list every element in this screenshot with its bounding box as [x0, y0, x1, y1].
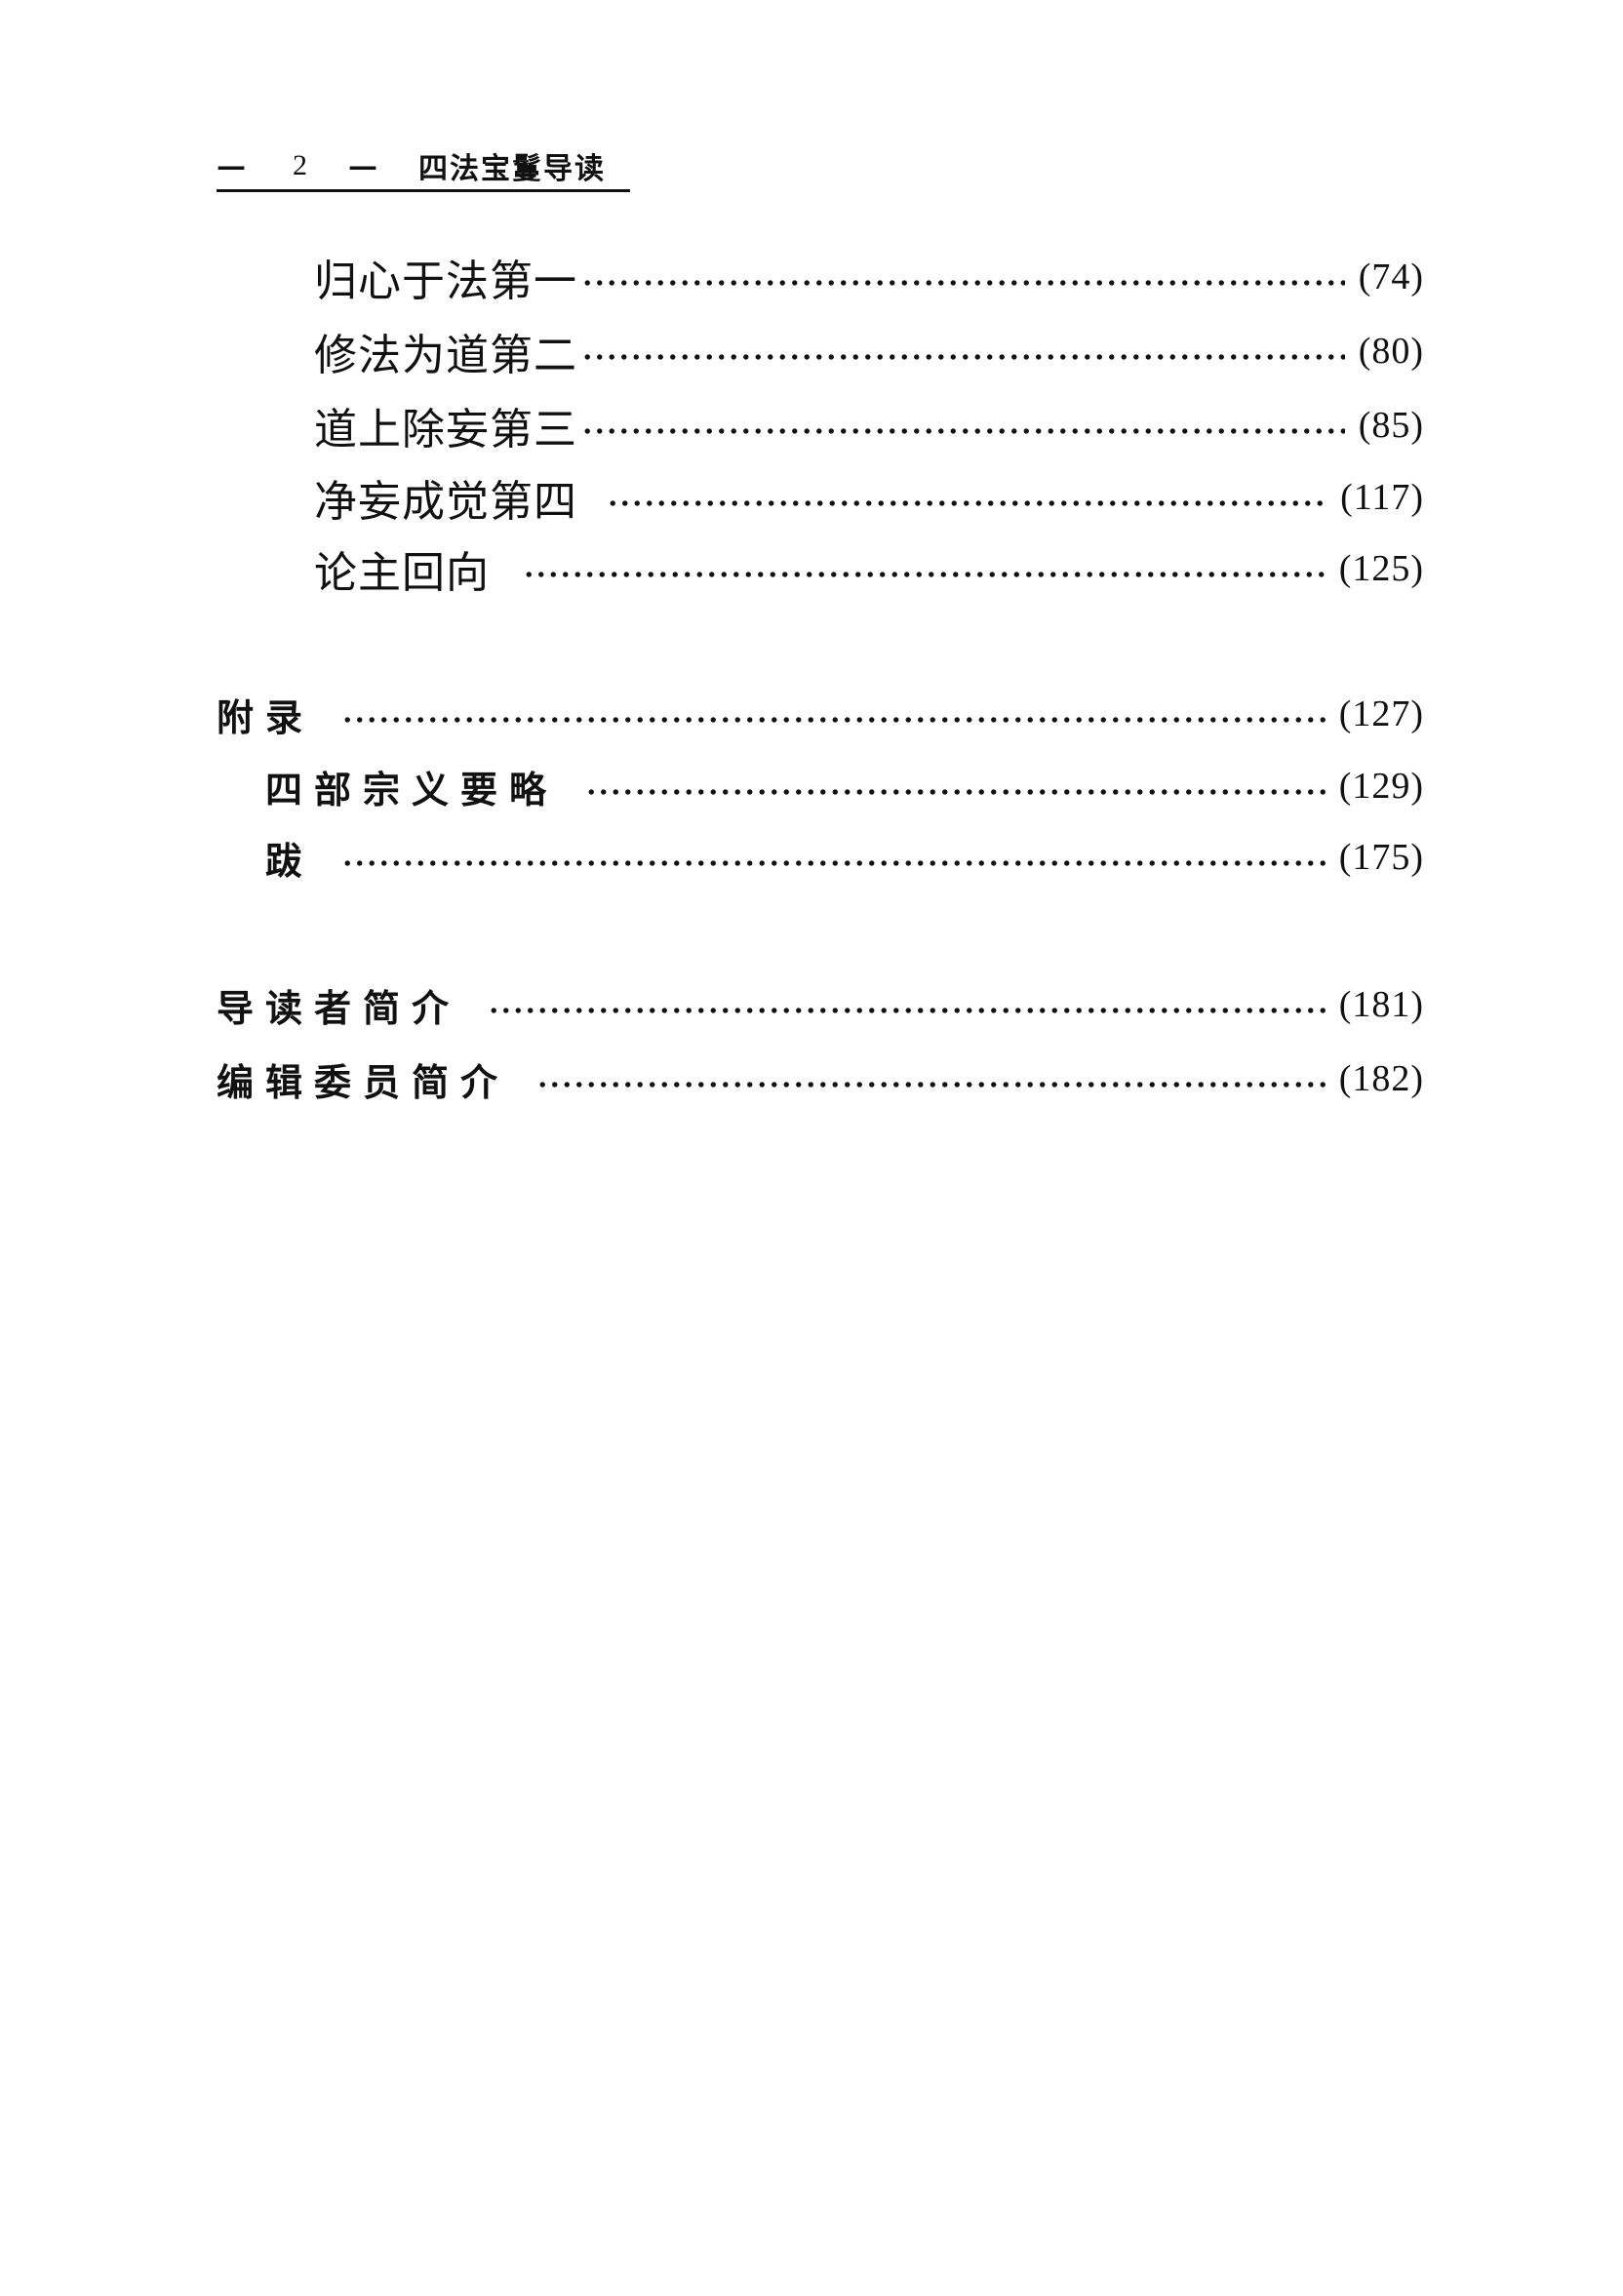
dot-leader — [536, 1080, 1326, 1089]
toc-entry-page: (175) — [1338, 837, 1424, 878]
dash-left: — — [217, 148, 246, 183]
toc-entry-title: 四部宗义要略 — [265, 767, 559, 812]
dot-leader — [585, 787, 1326, 797]
toc-entry-page: (80) — [1358, 331, 1424, 372]
dot-leader — [581, 426, 1345, 436]
toc-entry-page: (125) — [1338, 548, 1424, 589]
toc-entry-title: 跋 — [265, 838, 315, 883]
toc-entry-title: 道上除妄第三 — [314, 405, 577, 455]
toc-entry-page: (85) — [1358, 405, 1424, 446]
toc-entry[interactable]: 净妄成觉第四 (117) — [314, 470, 1424, 527]
toc-entry-page: (181) — [1338, 984, 1424, 1025]
toc-entry-page: (127) — [1338, 693, 1424, 734]
toc-entry[interactable]: 导读者简介 (181) — [217, 977, 1424, 1032]
toc-entry-title: 论主回向 — [314, 548, 490, 598]
toc-entry-title: 导读者简介 — [217, 985, 461, 1030]
toc-entry[interactable]: 归心于法第一 (74) — [314, 250, 1424, 306]
toc-entry-title: 附录 — [217, 694, 315, 739]
toc-entry-page: (117) — [1340, 477, 1424, 518]
dot-leader — [581, 352, 1345, 362]
toc-entry-title: 归心于法第一 — [314, 257, 577, 306]
toc-entry[interactable]: 跋 (175) — [265, 830, 1424, 885]
toc-entry-page: (129) — [1338, 766, 1424, 807]
toc-entry-title: 编辑委员简介 — [217, 1059, 510, 1104]
toc-entry[interactable]: 四部宗义要略 (129) — [265, 759, 1424, 813]
dot-leader — [341, 715, 1326, 725]
toc-entry-page: (182) — [1338, 1058, 1424, 1099]
toc-entry[interactable]: 修法为道第二 (80) — [314, 324, 1424, 380]
toc-entry-title: 净妄成觉第四 — [314, 477, 577, 527]
dot-leader — [607, 498, 1327, 508]
toc-entry[interactable]: 道上除妄第三 (85) — [314, 398, 1424, 455]
page-number: 2 — [293, 149, 307, 181]
toc-entry-title: 修法为道第二 — [314, 331, 577, 380]
toc-entry[interactable]: 论主回向 (125) — [314, 541, 1424, 598]
book-title: 四法宝鬘导读 — [418, 152, 606, 186]
running-header: — 2 — 四法宝鬘导读 — [217, 142, 630, 192]
toc-entry-appendix[interactable]: 附录 (127) — [217, 687, 1424, 741]
dot-leader — [341, 858, 1326, 868]
toc-entry-page: (74) — [1358, 257, 1424, 297]
dot-leader — [581, 278, 1345, 288]
dot-leader — [488, 1006, 1326, 1015]
dash-right: — — [348, 148, 377, 183]
dot-leader — [523, 570, 1326, 579]
toc-entry[interactable]: 编辑委员简介 (182) — [217, 1051, 1424, 1106]
